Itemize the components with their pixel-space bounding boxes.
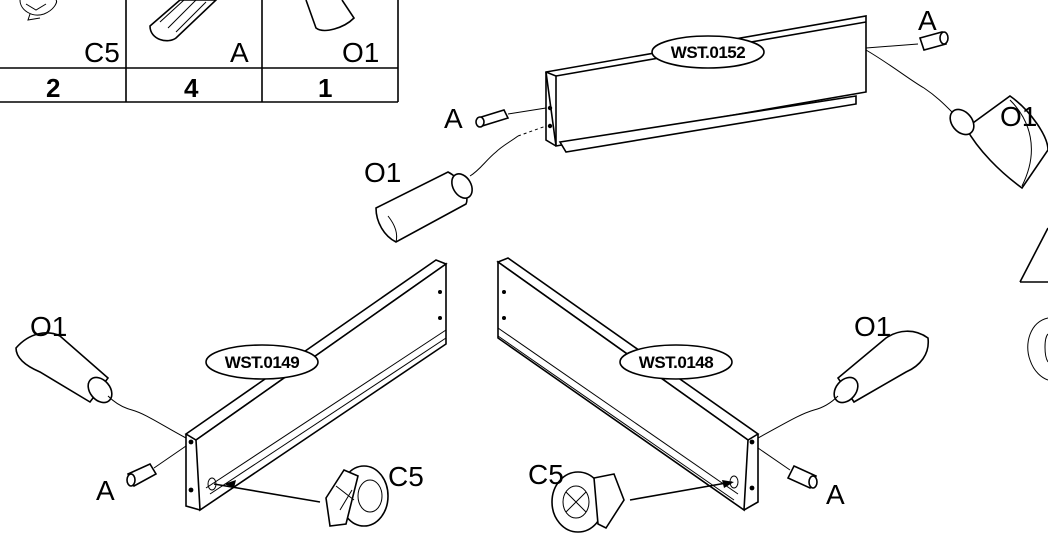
glue-tube-icon	[15, 332, 187, 439]
parts-table: C5 A O1 2 4 1	[0, 0, 399, 103]
panel-top-code: WST.0152	[671, 43, 745, 62]
callout-dowel-left: A	[96, 475, 115, 506]
wooden-dowel-icon	[149, 0, 218, 42]
cam-lock-icon	[551, 471, 734, 533]
warning-triangle-icon	[1019, 227, 1048, 283]
table-qty-c5: 2	[46, 73, 60, 103]
callout-cam-right: C5	[528, 459, 564, 490]
panel-left-code: WST.0149	[225, 353, 299, 372]
circle-icon	[1027, 317, 1048, 381]
callout-glue-right: O1	[854, 311, 891, 342]
panel-left: WST.0149	[184, 259, 448, 512]
panel-top: WST.0152	[545, 15, 867, 153]
table-code-o1: O1	[342, 37, 379, 68]
table-qty-a: 4	[184, 73, 199, 103]
glue-tube-icon	[305, 0, 356, 32]
glue-tube-icon	[865, 49, 1048, 190]
table-code-a: A	[230, 37, 249, 68]
callout-dowel-right: A	[826, 479, 845, 510]
dowel-icon	[865, 31, 949, 51]
cam-lock-icon	[19, 0, 57, 21]
panel-right-code: WST.0148	[639, 353, 713, 372]
panel-right: WST.0148	[496, 257, 760, 512]
dowel-icon	[475, 107, 547, 128]
callout-dowel-top-right: A	[918, 5, 937, 36]
callout-glue-left: O1	[30, 311, 67, 342]
cam-lock-icon	[213, 465, 389, 527]
glue-tube-icon	[757, 330, 930, 439]
callout-cam-left: C5	[388, 461, 424, 492]
callout-dowel-top-left: A	[444, 103, 463, 134]
callout-glue-top-right: O1	[1000, 101, 1037, 132]
dowel-icon	[126, 445, 187, 488]
glue-tube-icon	[375, 125, 547, 243]
table-code-c5: C5	[84, 37, 120, 68]
dowel-icon	[757, 447, 818, 490]
callout-glue-top-left: O1	[364, 157, 401, 188]
table-qty-o1: 1	[318, 73, 332, 103]
